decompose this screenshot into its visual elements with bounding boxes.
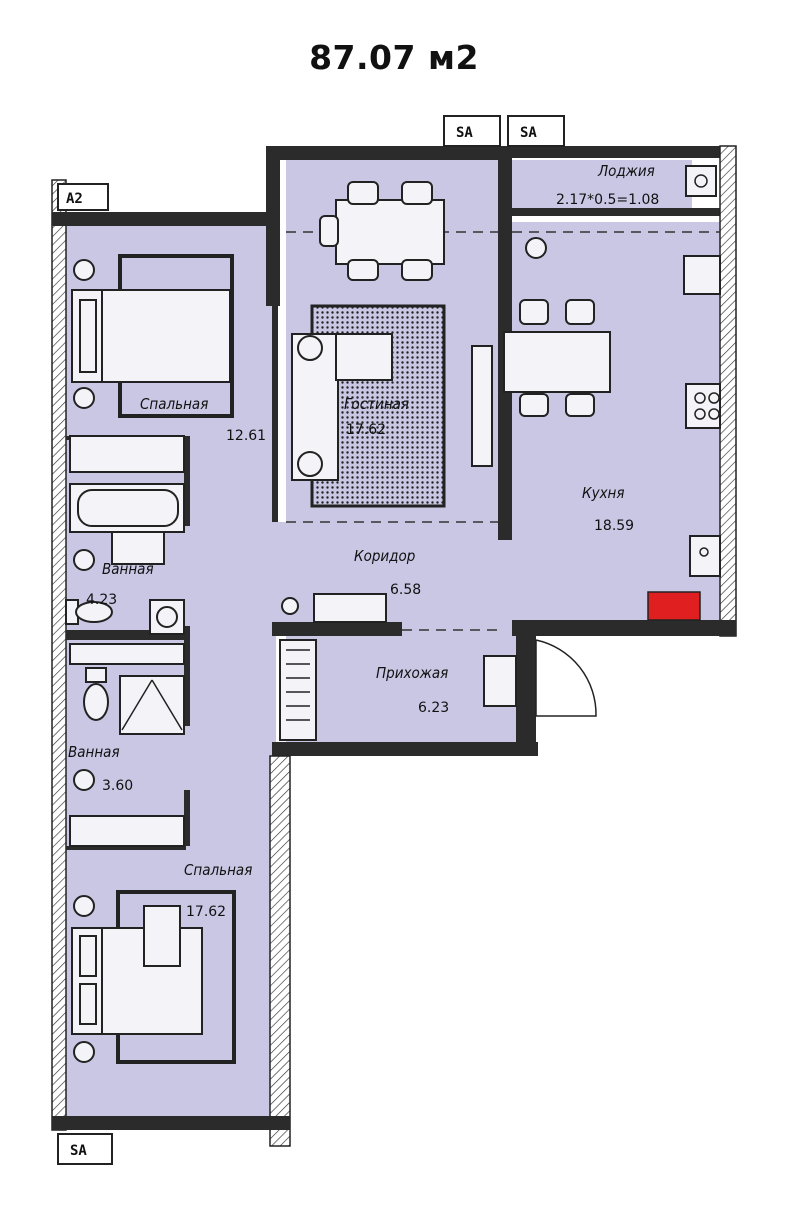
room-area-bedroom-2: 17.62 — [186, 904, 226, 920]
plant-kitchen — [525, 237, 547, 259]
plant-corridor — [281, 597, 299, 615]
toilet-2 — [73, 667, 109, 791]
room-label-loggia: Лоджия — [597, 162, 655, 180]
room-labels: Спальная 12.61 Гостиная 17.62 Лоджия 2.1… — [68, 162, 659, 920]
window-tags: A2 SA SA SA — [57, 115, 565, 1165]
stove-burners — [647, 591, 701, 621]
tv-unit — [471, 345, 493, 467]
room-area-kitchen: 18.59 — [594, 518, 634, 534]
radiator-2 — [69, 815, 185, 847]
window-tag-sa-3: SA — [70, 1143, 87, 1159]
window-tag-sa-1: SA — [456, 125, 473, 141]
room-label-corridor: Коридор — [354, 547, 415, 565]
shower — [119, 675, 185, 735]
room-label-kitchen: Кухня — [582, 484, 625, 502]
kitchen-counter — [683, 255, 721, 577]
entrance-door — [535, 639, 597, 717]
bath-shelf — [69, 643, 185, 665]
bathtub — [69, 483, 185, 571]
room-area-bedroom-1: 12.61 — [226, 428, 266, 444]
dining-table-living — [319, 181, 445, 281]
rug-and-sofa — [291, 304, 446, 508]
floor-area-title: 87.07 м2 — [309, 38, 479, 77]
wardrobe — [279, 639, 317, 741]
bed-2 — [71, 890, 236, 1064]
room-label-hallway: Прихожая — [376, 664, 448, 682]
room-area-bathroom-2: 3.60 — [102, 778, 133, 794]
radiator-1 — [69, 435, 185, 473]
room-area-bathroom-1: 4.23 — [86, 592, 117, 608]
room-area-living: 17.62 — [346, 422, 386, 438]
room-label-bedroom-2: Спальная — [184, 861, 252, 879]
toilet-1 — [65, 599, 185, 635]
loggia-unit — [685, 165, 717, 197]
bed-1 — [71, 254, 234, 418]
room-label-bathroom-2: Ванная — [68, 743, 120, 761]
walls — [51, 145, 737, 1147]
window-tag-a2: A2 — [66, 191, 83, 207]
room-label-living: Гостиная — [344, 395, 409, 413]
room-area-loggia: 2.17*0.5=1.08 — [556, 192, 659, 208]
room-label-bathroom-1: Ванная — [102, 560, 154, 578]
room-area-hallway: 6.23 — [418, 700, 449, 716]
window-tag-sa-2: SA — [520, 125, 537, 141]
shoe-cabinet — [483, 655, 517, 707]
room-area-corridor: 6.58 — [390, 582, 421, 598]
corridor-cabinet — [313, 593, 387, 623]
kitchen-dining — [503, 299, 611, 417]
room-label-bedroom-1: Спальная — [140, 395, 208, 413]
